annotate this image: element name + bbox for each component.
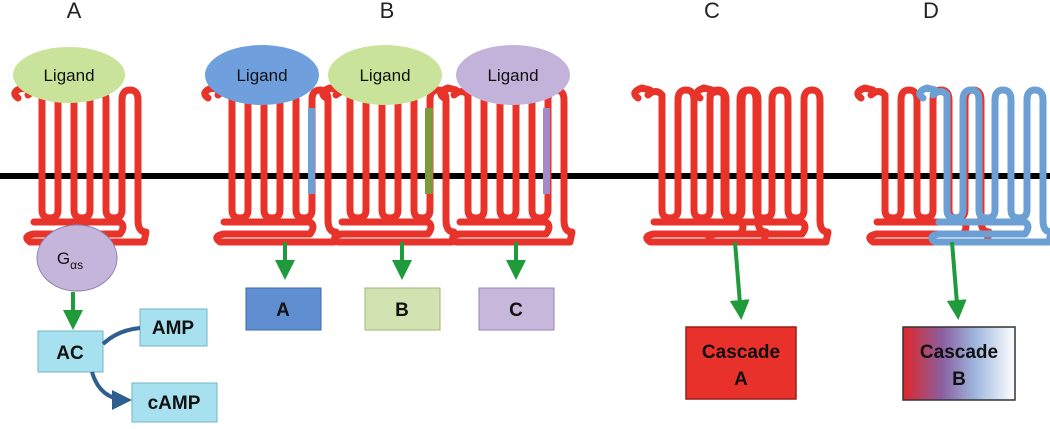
accessory-protein-b3 bbox=[543, 108, 550, 194]
cascade-a-line1: Cascade bbox=[702, 342, 780, 363]
receptor-b3 bbox=[441, 88, 572, 242]
cascade-a-line2: A bbox=[734, 369, 748, 390]
panel-label-c: C bbox=[704, 0, 720, 23]
ligand-b1-label: Ligand bbox=[236, 66, 287, 85]
cascade-b-line2: B bbox=[952, 369, 966, 390]
ac-box bbox=[37, 330, 104, 373]
accessory-protein-b1 bbox=[308, 108, 315, 194]
receptor-a bbox=[15, 88, 146, 242]
output-box-b bbox=[364, 287, 441, 331]
receptor-d-blue bbox=[920, 88, 1050, 242]
ligand-b3 bbox=[456, 45, 570, 105]
panel-label-b: B bbox=[380, 0, 395, 23]
ligand-b3-label: Ligand bbox=[487, 66, 538, 85]
panel-b: Ligand A Ligand B Ligand C bbox=[205, 45, 572, 331]
camp-label: cAMP bbox=[148, 393, 201, 414]
cascade-b-line1: Cascade bbox=[920, 342, 998, 363]
receptor-b2 bbox=[323, 88, 454, 242]
g-protein bbox=[36, 224, 118, 292]
amp-connector bbox=[101, 326, 141, 346]
panel-a: Ligand Gαs AC AMP cAMP bbox=[13, 47, 218, 423]
output-a-label: A bbox=[276, 300, 290, 321]
amp-box bbox=[139, 308, 208, 347]
ligand-b2-label: Ligand bbox=[359, 66, 410, 85]
receptor-c2 bbox=[697, 88, 828, 242]
cascade-b-box bbox=[902, 326, 1016, 401]
arrow-d bbox=[946, 241, 967, 320]
output-box-c bbox=[478, 287, 555, 331]
output-c-label: C bbox=[509, 300, 523, 321]
arrow-c bbox=[729, 241, 750, 320]
ligand-b2 bbox=[328, 45, 442, 105]
accessory-protein-b2 bbox=[425, 108, 433, 194]
ligand-b1 bbox=[205, 45, 319, 105]
panel-label-a: A bbox=[67, 0, 82, 23]
amp-label: AMP bbox=[152, 318, 195, 339]
panel-c: Cascade A bbox=[635, 88, 828, 400]
output-box-a bbox=[245, 287, 322, 331]
ligand-a bbox=[13, 47, 125, 103]
panel-d: Cascade B bbox=[858, 88, 1050, 401]
g-protein-label: Gαs bbox=[57, 249, 83, 272]
receptor-b1 bbox=[205, 88, 336, 242]
arrow-ac-to-camp bbox=[90, 371, 132, 410]
cascade-a-box bbox=[685, 326, 797, 400]
ligand-a-label: Ligand bbox=[43, 66, 94, 85]
output-b-label: B bbox=[395, 300, 409, 321]
panel-label-d: D bbox=[923, 0, 939, 23]
ac-label: AC bbox=[56, 343, 84, 364]
camp-box bbox=[131, 382, 218, 423]
